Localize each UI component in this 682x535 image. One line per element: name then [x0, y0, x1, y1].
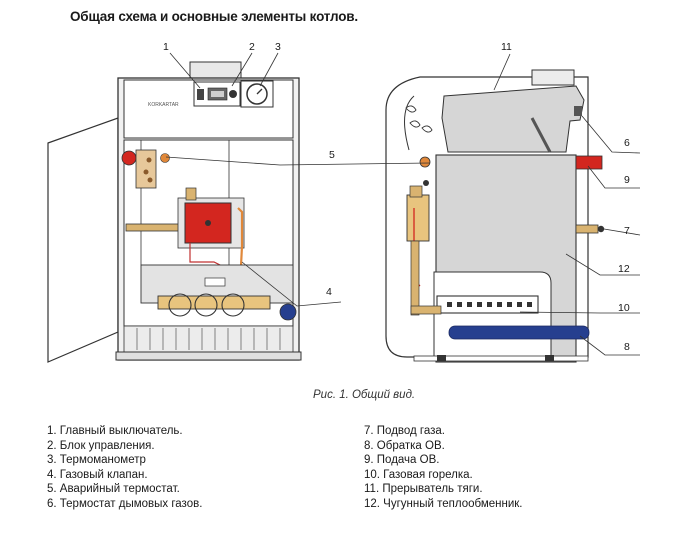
gas-supply-pipe-front	[125, 223, 183, 232]
gas-inlet-fitting	[597, 225, 605, 233]
leader-7	[603, 228, 641, 236]
callout-6: 6	[624, 137, 630, 149]
legend-item: 5. Аварийный термостат.	[47, 483, 180, 496]
callout-9: 9	[624, 174, 630, 186]
page-heading: Общая схема и основные элементы котлов.	[70, 9, 358, 24]
legend-item: 4. Газовый клапан.	[47, 468, 148, 481]
side-view	[385, 69, 605, 363]
callout-2: 2	[249, 41, 255, 53]
emergency-thermostat-icon	[121, 150, 137, 166]
flue-baffle	[530, 117, 552, 153]
side-emergency-thermostat	[419, 156, 431, 168]
sensor-dot-3	[147, 177, 153, 183]
legend-item: 11. Прерыватель тяги.	[364, 483, 483, 496]
legend-item: 7. Подвод газа.	[364, 425, 446, 437]
top-control-box	[189, 61, 242, 79]
front-grille	[123, 325, 294, 353]
callout-11: 11	[501, 41, 512, 53]
side-foot-left	[437, 355, 446, 361]
legend-item: 12. Чугунный теплообменник.	[364, 497, 523, 510]
gas-valve-icon	[184, 202, 232, 244]
top-plate	[531, 69, 575, 86]
burner-ring-1	[168, 293, 192, 317]
legend-item: 9. Подача ОВ.	[364, 454, 440, 467]
side-gas-line	[410, 240, 420, 316]
grille-slots	[136, 328, 281, 350]
front-view: KORKARTAR	[47, 61, 302, 363]
thermostat-bracket	[135, 149, 157, 189]
callout-7: 7	[624, 225, 630, 237]
callout-3: 3	[275, 41, 281, 53]
valve-center	[205, 220, 211, 226]
thermostat-knob-icon	[160, 153, 170, 163]
return-pipe-icon	[448, 325, 590, 340]
leader-2	[231, 52, 253, 87]
leader-12	[565, 253, 640, 276]
callout-1: 1	[163, 41, 169, 53]
burner-jets	[447, 302, 532, 307]
flue-thermostat-icon	[574, 106, 582, 116]
draft-breaker-icon	[441, 85, 585, 153]
side-base	[413, 355, 589, 362]
burner-ring-2	[194, 293, 218, 317]
front-curve-detail	[404, 95, 415, 151]
side-foot-right	[545, 355, 554, 361]
legend-left: 1. Главный выключатель. 2. Блок управлен…	[47, 424, 202, 512]
legend-item: 10. Газовая горелка.	[364, 468, 473, 481]
leader-10	[519, 311, 640, 314]
fan-blade-details	[405, 105, 433, 133]
leader-lines	[165, 52, 641, 356]
legend-item: 3. Термоманометр	[47, 454, 146, 467]
leader-1	[169, 52, 201, 89]
leader-5	[165, 156, 431, 166]
combustion-chamber	[433, 271, 552, 359]
callout-10: 10	[618, 302, 630, 314]
legend-item: 2. Блок управления.	[47, 439, 155, 452]
gas-inlet-pipe-icon	[575, 224, 599, 234]
leader-4	[241, 261, 342, 307]
legend-right: 7. Подвод газа. 8. Обратка ОВ. 9. Подача…	[364, 424, 523, 512]
main-switch-icon	[197, 89, 204, 100]
valve-top-fitting	[185, 187, 197, 201]
leader-9	[587, 165, 640, 189]
leader-8	[579, 335, 640, 356]
side-bulb	[423, 180, 429, 186]
supply-pipe-icon	[575, 155, 603, 170]
leader-6	[581, 115, 641, 154]
knob-icon	[229, 90, 237, 98]
gauge-needle	[256, 88, 263, 95]
callout-5: 5	[329, 149, 335, 161]
leader-11	[493, 53, 511, 91]
callout-numbers: 1 2 3 5 4 11 6 9 7 12 10 8	[163, 41, 630, 353]
side-valve-top	[409, 185, 423, 198]
front-base	[115, 351, 302, 361]
sensor-dot-2	[143, 169, 149, 175]
leader-3	[259, 52, 279, 87]
return-stub-front	[279, 303, 297, 321]
legend-item: 1. Главный выключатель.	[47, 425, 183, 437]
callout-12: 12	[618, 263, 630, 275]
connector-block	[204, 277, 226, 287]
side-gas-valve	[406, 194, 430, 242]
figure-caption: Рис. 1. Общий вид.	[313, 389, 416, 401]
side-gas-elbow	[410, 305, 442, 315]
brand-label: KORKARTAR	[148, 102, 179, 108]
legend-item: 8. Обратка ОВ.	[364, 439, 445, 452]
open-door	[47, 117, 119, 363]
display-screen	[211, 91, 224, 97]
callout-8: 8	[624, 341, 630, 353]
burner-ring-3	[221, 293, 245, 317]
callout-4: 4	[326, 286, 332, 298]
legend-item: 6. Термостат дымовых газов.	[47, 497, 203, 510]
sensor-dot-1	[146, 157, 152, 163]
